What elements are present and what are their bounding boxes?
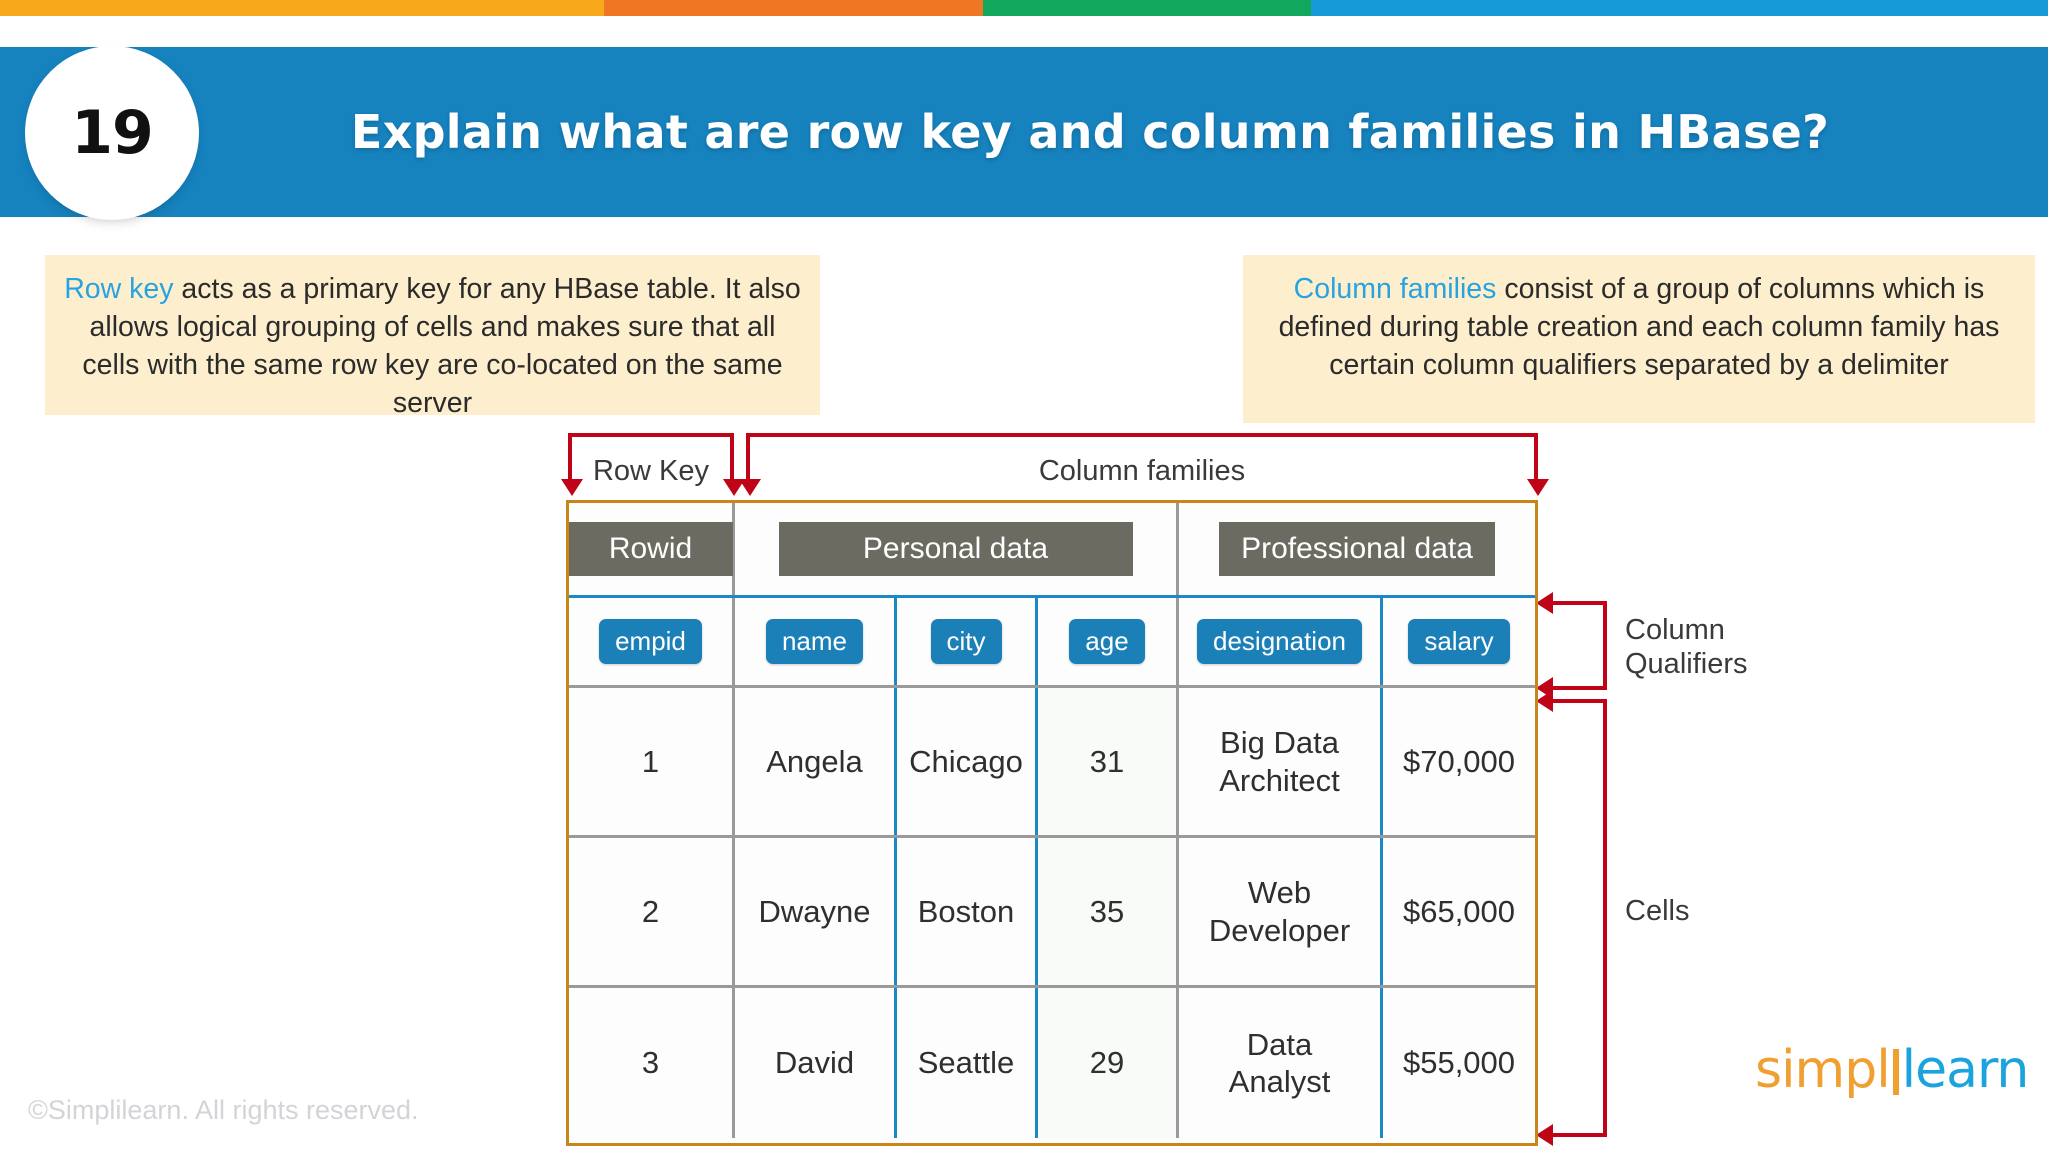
cell-name: Dwayne bbox=[735, 838, 897, 985]
qualifier-badge-age[interactable]: age bbox=[1069, 619, 1145, 664]
family-label-professional: Professional data bbox=[1219, 521, 1495, 577]
table-row-qualifiers: empid name city age designation salary bbox=[569, 598, 1535, 688]
cell-city: Chicago bbox=[897, 688, 1038, 835]
cell-city: Seattle bbox=[897, 988, 1038, 1138]
column-families-arrow-left-icon bbox=[739, 479, 761, 496]
strip-segment-orange bbox=[604, 0, 984, 16]
cell-designation: Web Developer bbox=[1179, 838, 1383, 985]
table-row: 3 David Seattle 29 Data Analyst $55,000 bbox=[569, 988, 1535, 1138]
qualifier-cell-city: city bbox=[897, 598, 1038, 685]
cell-salary: $70,000 bbox=[1402, 743, 1516, 779]
label-column-qualifiers: Column Qualifiers bbox=[1625, 614, 1825, 681]
family-label-personal: Personal data bbox=[778, 521, 1133, 577]
column-qualifiers-arrow-top-icon bbox=[1536, 592, 1553, 614]
label-column-families: Column families bbox=[1038, 455, 1246, 487]
cell-empid: 1 bbox=[569, 688, 735, 835]
qualifier-badge-city[interactable]: city bbox=[930, 619, 1002, 664]
cells-arrow-top-icon bbox=[1536, 690, 1553, 712]
cell-age: 29 bbox=[1038, 988, 1179, 1138]
page-title: Explain what are row key and column fami… bbox=[350, 105, 1830, 159]
qualifier-cell-age: age bbox=[1038, 598, 1179, 685]
cells-arrow-bottom-icon bbox=[1536, 1124, 1553, 1146]
cell-empid: 2 bbox=[569, 838, 735, 985]
qualifier-badge-name[interactable]: name bbox=[765, 619, 864, 664]
question-number: 19 bbox=[71, 98, 153, 168]
label-column-qualifiers-line2: Qualifiers bbox=[1625, 647, 1748, 680]
callout-row-key: Row key acts as a primary key for any HB… bbox=[45, 255, 820, 419]
logo-text-learn: learn bbox=[1901, 1040, 2030, 1100]
qualifier-badge-salary[interactable]: salary bbox=[1408, 619, 1510, 664]
callout-column-families: Column families consist of a group of co… bbox=[1243, 255, 2035, 423]
cell-salary: $65,000 bbox=[1402, 893, 1516, 929]
label-row-key: Row Key bbox=[592, 455, 710, 487]
cell-age: 35 bbox=[1038, 838, 1179, 985]
column-families-arrow-right-icon bbox=[1527, 479, 1549, 496]
qualifier-badge-empid[interactable]: empid bbox=[599, 619, 702, 664]
hbase-table: Rowid Personal data Professional data em… bbox=[566, 500, 1538, 1146]
callout-row-key-highlight: Row key bbox=[64, 273, 174, 305]
cell-age: 31 bbox=[1038, 688, 1179, 835]
qualifier-cell-designation: designation bbox=[1179, 598, 1383, 685]
label-cells: Cells bbox=[1625, 895, 1690, 927]
cell-designation: Data Analyst bbox=[1179, 988, 1383, 1138]
qualifier-cell-name: name bbox=[735, 598, 897, 685]
question-number-badge: 19 bbox=[32, 53, 192, 213]
callout-column-families-text: consist of a group of columns which is d… bbox=[1278, 273, 2000, 381]
callout-column-families-highlight: Column families bbox=[1293, 273, 1497, 305]
label-column-qualifiers-line1: Column bbox=[1625, 614, 1725, 646]
logo-text-simpl: simpl bbox=[1755, 1040, 1891, 1100]
title-band bbox=[0, 47, 2048, 217]
family-cell-personal: Personal data bbox=[735, 503, 1179, 595]
qualifier-badge-designation[interactable]: designation bbox=[1197, 619, 1362, 664]
strip-segment-amber bbox=[0, 0, 605, 16]
table-row-column-families: Rowid Personal data Professional data bbox=[568, 503, 1535, 598]
copyright-text: ©Simplilearn. All rights reserved. bbox=[28, 1095, 419, 1125]
top-color-strip bbox=[0, 0, 2048, 16]
strip-segment-green bbox=[983, 0, 1311, 16]
cell-designation: Big Data Architect bbox=[1179, 688, 1383, 835]
cell-empid: 3 bbox=[569, 988, 735, 1138]
table-row: 1 Angela Chicago 31 Big Data Architect $… bbox=[569, 688, 1535, 838]
family-cell-rowid: Rowid bbox=[568, 503, 735, 595]
qualifier-cell-salary: salary bbox=[1383, 598, 1535, 685]
logo-bar-icon bbox=[1892, 1049, 1899, 1095]
family-label-rowid: Rowid bbox=[568, 521, 733, 577]
cell-name: David bbox=[735, 988, 897, 1138]
strip-segment-blue bbox=[1310, 0, 2048, 16]
table-row: 2 Dwayne Boston 35 Web Developer $65,000 bbox=[569, 838, 1535, 988]
family-cell-professional: Professional data bbox=[1179, 503, 1535, 595]
cell-name: Angela bbox=[735, 688, 897, 835]
cell-city: Boston bbox=[897, 838, 1038, 985]
callout-row-key-text: acts as a primary key for any HBase tabl… bbox=[82, 273, 801, 419]
row-key-arrow-left-icon bbox=[561, 479, 583, 496]
qualifier-cell-empid: empid bbox=[569, 598, 735, 685]
cell-salary: $55,000 bbox=[1402, 1045, 1516, 1081]
